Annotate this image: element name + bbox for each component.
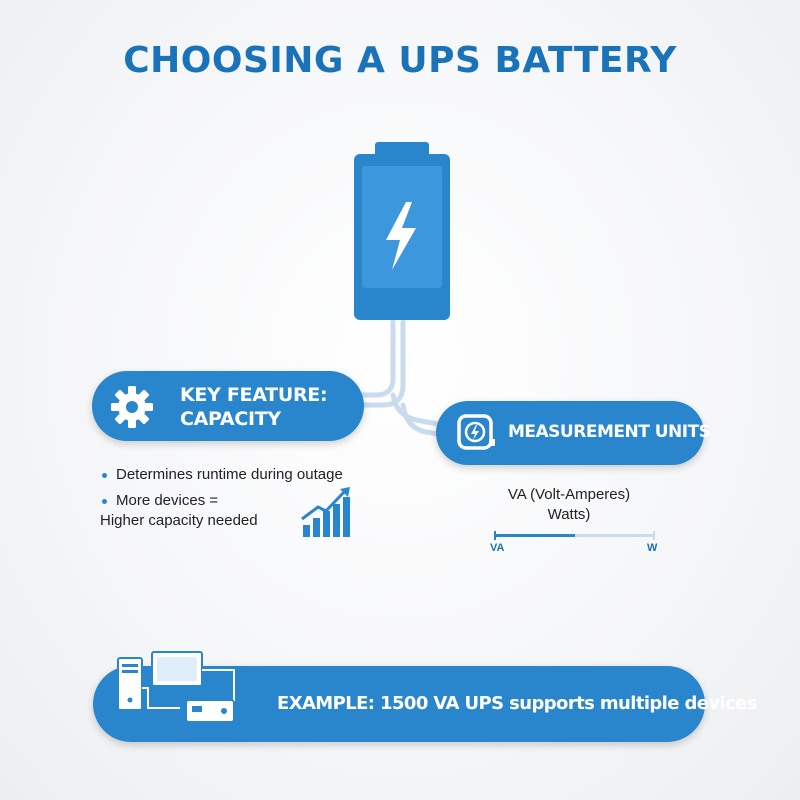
units-line-va: VA (Volt-Amperes): [507, 486, 631, 503]
key-feature-label: KEY FEATURE: CAPACITY: [180, 383, 328, 431]
growth-chart-icon: [301, 487, 350, 537]
measurement-units-pill: MEASUREMENT UNITS: [436, 401, 711, 465]
page-title: CHOOSING A UPS BATTERY: [123, 40, 677, 81]
key-feature-label-line1: KEY FEATURE:: [180, 384, 328, 406]
bullet-text: Determines runtime during outage: [116, 466, 343, 483]
battery-icon: [354, 142, 450, 320]
va-watts-scale: [494, 531, 655, 540]
scale-label-w: W: [647, 542, 658, 554]
feature-bullet-list: Determines runtime during outage More de…: [100, 465, 343, 537]
example-label: EXAMPLE: 1500 VA UPS supports multiple d…: [277, 693, 758, 714]
key-feature-label-line2: CAPACITY: [180, 408, 281, 430]
key-feature-capacity-pill: KEY FEATURE: CAPACITY: [92, 371, 364, 441]
measuring-tape-icon: [457, 414, 495, 450]
bullet-text-line2: Higher capacity needed: [100, 512, 258, 529]
bullet-text: More devices =: [116, 492, 219, 509]
units-description: VA (Volt-Amperes) Watts): [474, 485, 664, 525]
computer-tower-icon: [117, 657, 143, 711]
gear-icon: [111, 386, 153, 428]
monitor-icon: [151, 651, 203, 695]
list-item: More devices = Higher capacity needed: [100, 491, 343, 531]
scale-label-va: VA: [490, 542, 505, 554]
devices-illustration: [117, 651, 235, 723]
ups-unit-icon: [185, 699, 235, 723]
list-item: Determines runtime during outage: [100, 465, 343, 485]
measurement-units-label: MEASUREMENT UNITS: [508, 422, 711, 442]
units-line-watts: Watts): [547, 506, 591, 523]
